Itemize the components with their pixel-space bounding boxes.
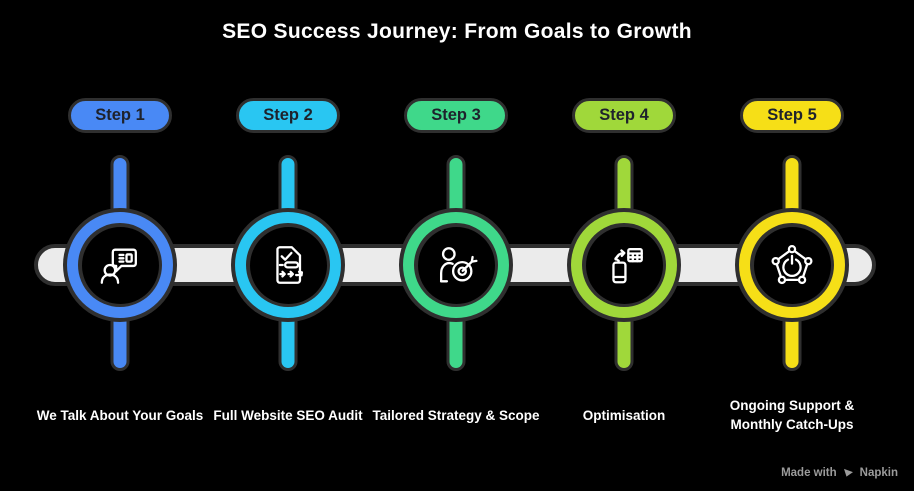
watermark: Made with Napkin (781, 466, 898, 479)
napkin-logo-icon (842, 466, 855, 479)
step-2-badge: Step 2 (236, 98, 340, 133)
step-3-badge: Step 3 (404, 98, 508, 133)
step-5-label: Ongoing Support & Monthly Catch-Ups (729, 398, 855, 432)
step-1-badge: Step 1 (68, 98, 172, 133)
ongoing-support-cycle-icon (769, 242, 815, 288)
step-2-node (231, 208, 345, 322)
step-5-badge: Step 5 (740, 98, 844, 133)
step-1-node (63, 208, 177, 322)
step-5-group: Step 5 (708, 0, 876, 491)
step-3-node (399, 208, 513, 322)
step-3-label: Tailored Strategy & Scope (372, 407, 540, 423)
step-1-label: We Talk About Your Goals (36, 407, 204, 423)
device-optimisation-icon (601, 242, 647, 288)
step-2-label: Full Website SEO Audit (213, 407, 363, 423)
step-4-node (567, 208, 681, 322)
step-2-group: Step 2 (204, 0, 372, 491)
watermark-prefix: Made with (781, 466, 837, 479)
step-4-group: Step 4 (540, 0, 708, 491)
step-5-node (735, 208, 849, 322)
strategy-target-icon (433, 242, 479, 288)
page-title: SEO Success Journey: From Goals to Growt… (222, 20, 692, 43)
audit-document-icon (265, 242, 311, 288)
step-4-badge: Step 4 (572, 98, 676, 133)
step-3-group: Step 3 (372, 0, 540, 491)
watermark-brand: Napkin (859, 466, 898, 479)
consultation-icon (97, 242, 143, 288)
step-4-label: Optimisation (582, 407, 666, 423)
step-1-group: Step 1 We Talk About Your (36, 0, 204, 491)
